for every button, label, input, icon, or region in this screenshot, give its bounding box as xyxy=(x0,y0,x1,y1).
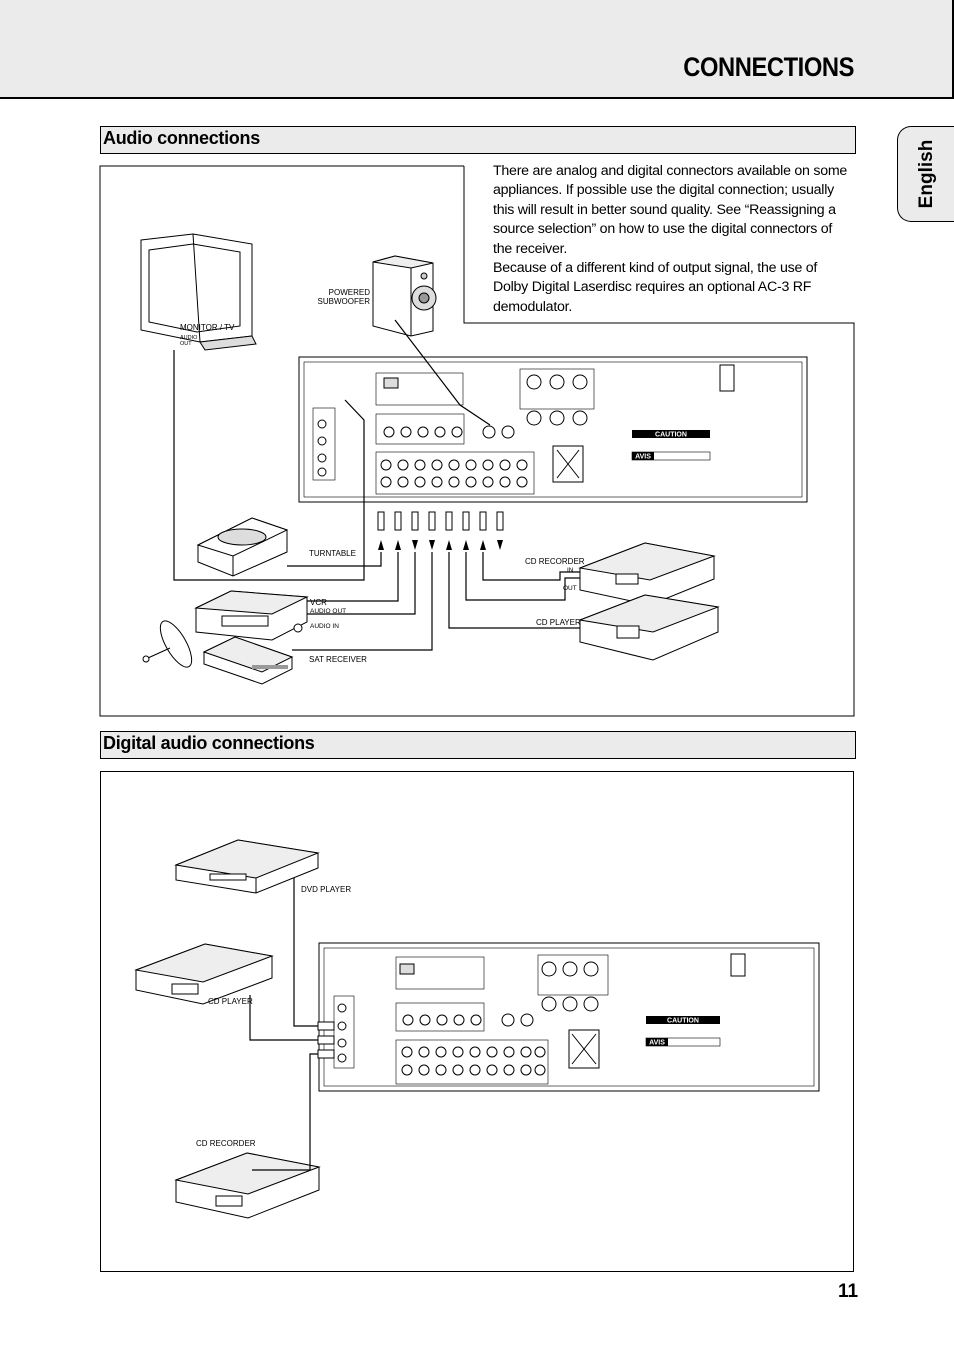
avis-text: AVIS xyxy=(635,454,651,461)
dvd-player-label: DVD PLAYER xyxy=(301,885,352,894)
signal-arrows xyxy=(378,540,503,550)
digital-cd-player-illustration xyxy=(134,943,274,1005)
cd-recorder-out-label: OUT xyxy=(563,585,577,592)
audio-connections-heading: Audio connections xyxy=(103,128,260,148)
cd-player-label: CD PLAYER xyxy=(536,618,581,627)
powered-subwoofer-illustration xyxy=(372,255,437,337)
page-header: CONNECTIONS xyxy=(0,0,954,99)
digital-plugs xyxy=(317,1021,335,1059)
digital-caution-text: CAUTION xyxy=(667,1018,699,1025)
digital-cd-player-label: CD PLAYER xyxy=(208,997,253,1006)
digital-cables xyxy=(249,878,318,1171)
audio-paragraph-1: There are analog and digital connectors … xyxy=(493,163,848,257)
cd-recorder-illustration xyxy=(578,542,716,606)
audio-connections-heading-bar: Audio connections xyxy=(100,126,856,154)
digital-cd-recorder-label: CD RECORDER xyxy=(196,1139,256,1148)
turntable-label: TURNTABLE xyxy=(309,549,356,558)
satellite-dish-illustration xyxy=(142,620,193,668)
language-tab: English xyxy=(897,126,954,222)
monitor-tv-illustration xyxy=(140,233,257,351)
sat-receiver-illustration xyxy=(202,636,294,685)
vcr-audio-in-label: AUDIO IN xyxy=(310,623,339,630)
audio-paragraph-2: Because of a different kind of output si… xyxy=(493,260,818,315)
cd-recorder-label: CD RECORDER xyxy=(525,557,585,566)
audio-cables xyxy=(173,319,580,651)
sat-receiver-label: SAT RECEIVER xyxy=(309,655,367,664)
vcr-illustration xyxy=(194,590,309,641)
cd-player-illustration xyxy=(578,594,720,661)
page-number: 11 xyxy=(838,1281,859,1302)
tv-audio-out-label: AUDIO OUT xyxy=(180,335,198,347)
cd-recorder-in-label: IN xyxy=(567,567,574,574)
digital-audio-heading-bar: Digital audio connections xyxy=(100,731,856,759)
caution-label-group: CAUTION AVIS xyxy=(631,430,711,461)
receiver-rear-panel-illustration xyxy=(298,356,808,503)
dvd-player-illustration xyxy=(174,839,320,894)
digital-frame xyxy=(100,771,854,1272)
digital-avis-text: AVIS xyxy=(649,1040,665,1047)
vcr-label: VCR xyxy=(310,598,327,607)
monitor-tv-label: MONITOR / TV xyxy=(180,323,235,332)
rca-plug-row xyxy=(377,511,504,531)
digital-audio-heading: Digital audio connections xyxy=(103,733,315,753)
digital-receiver-rear-panel xyxy=(318,942,820,1092)
caution-text: CAUTION xyxy=(655,432,687,439)
turntable-illustration xyxy=(196,517,289,577)
vcr-audio-out-label: AUDIO OUT xyxy=(310,608,347,615)
page-title: CONNECTIONS xyxy=(683,52,854,82)
digital-caution-label-group: CAUTION AVIS xyxy=(645,1016,721,1047)
digital-cd-recorder-illustration xyxy=(174,1152,321,1219)
powered-subwoofer-label: POWERED SUBWOOFER xyxy=(317,288,370,306)
